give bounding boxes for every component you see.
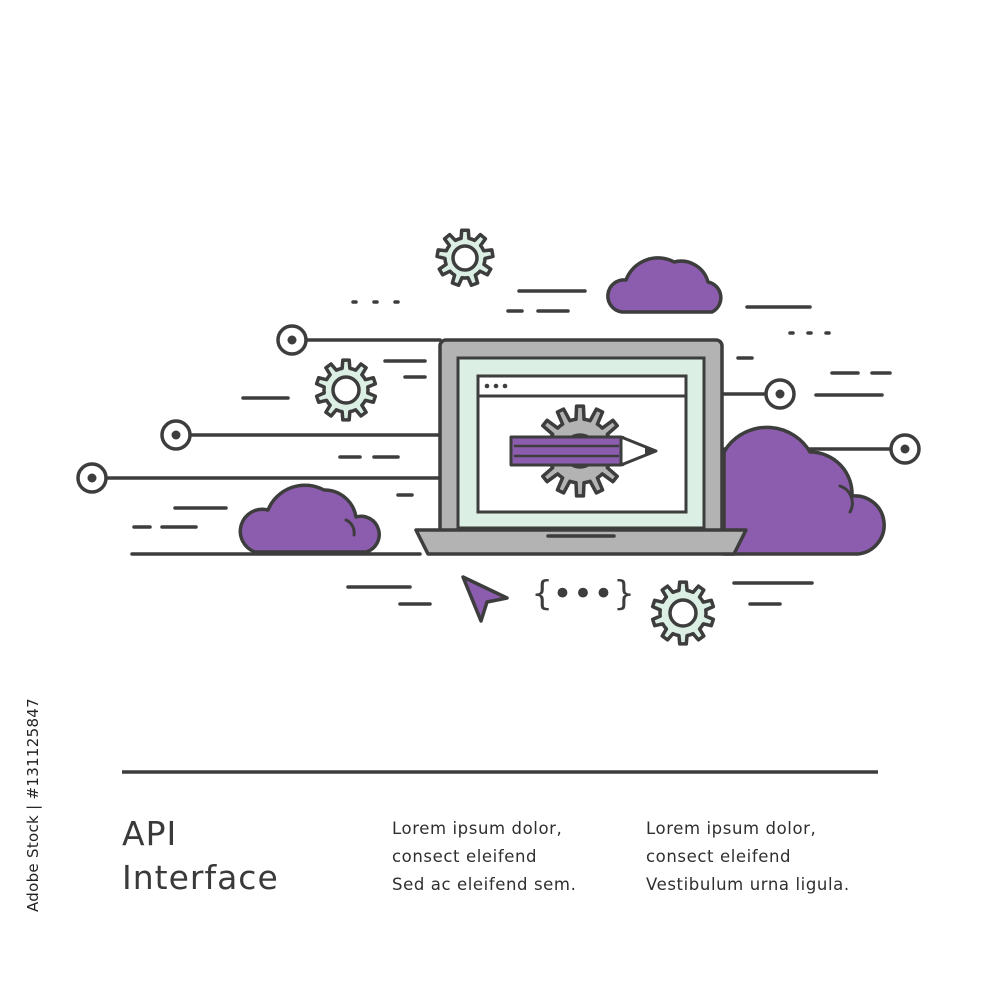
gear-hole	[451, 244, 479, 272]
caption-column-1: Lorem ipsum dolor, consect eleifend Sed …	[392, 815, 576, 899]
gear-hole	[668, 598, 698, 628]
code-brackets-symbol: {•••}	[532, 574, 634, 614]
cloud-icon	[238, 483, 381, 554]
cloud-icon	[606, 256, 723, 314]
caption-column-2-line: Vestibulum urna ligula.	[646, 875, 850, 894]
gear-hole	[331, 375, 361, 405]
caption-title-line2: Interface	[122, 858, 279, 897]
cloud-icon	[722, 425, 886, 556]
connection-node-icon	[764, 378, 796, 410]
caption-title-line1: API	[122, 814, 178, 853]
caption-column-2-line: Lorem ipsum dolor,	[646, 819, 817, 838]
gear-icon	[650, 580, 716, 646]
connection-node-icon	[76, 462, 108, 494]
gear-icon	[435, 228, 495, 288]
connection-node-icon	[160, 419, 192, 451]
pencil-icon	[509, 435, 658, 467]
caption-title: API Interface	[122, 812, 279, 900]
connection-node-icon	[276, 324, 308, 356]
cursor-icon	[461, 575, 509, 623]
speed-lines	[105, 289, 892, 606]
laptop-icon	[414, 338, 748, 556]
stock-image-id: Adobe Stock | #131125847	[24, 698, 42, 912]
caption-column-2-line: consect eleifend	[646, 847, 792, 866]
gear-icon	[314, 358, 378, 422]
caption-column-1-line: Sed ac eleifend sem.	[392, 875, 577, 894]
connection-nodes	[76, 324, 921, 494]
connection-node-icon	[889, 433, 921, 465]
caption-column-1-line: consect eleifend	[392, 847, 538, 866]
caption-column-1-line: Lorem ipsum dolor,	[392, 819, 563, 838]
caption-column-2: Lorem ipsum dolor, consect eleifend Vest…	[646, 815, 850, 899]
